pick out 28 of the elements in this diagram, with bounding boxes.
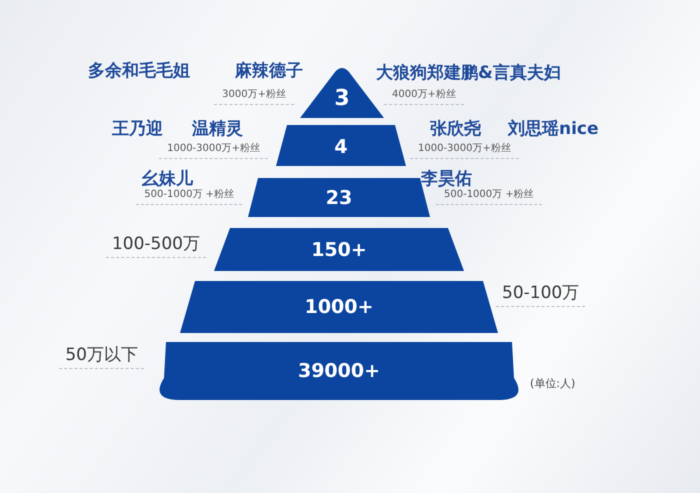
- tier-count: 1000+: [304, 296, 374, 318]
- pyramid-tier: [214, 228, 464, 271]
- tier-count: 23: [326, 186, 352, 208]
- follower-range-label: 1000-3000万+粉丝: [159, 143, 268, 159]
- person-name: 王乃迎: [112, 119, 163, 140]
- person-name: 温精灵: [192, 119, 243, 140]
- follower-range-label: 500-1000万 +粉丝: [136, 189, 242, 205]
- follower-range-label: 1000-3000万+粉丝: [410, 143, 519, 159]
- tier-count: 150+: [311, 238, 367, 260]
- pyramid-tier: [180, 281, 498, 333]
- tier-count: 4: [334, 136, 348, 158]
- pyramid-tier: [276, 125, 406, 166]
- person-name: 张欣尧: [430, 119, 481, 140]
- follower-range-label: 3000万+粉丝: [214, 89, 294, 105]
- person-name: 多余和毛毛姐: [88, 61, 190, 82]
- tier-count: 39000+: [298, 360, 380, 382]
- follower-range-label: 4000万+粉丝: [384, 89, 464, 105]
- person-name: 麻辣德子: [235, 61, 303, 82]
- person-name: 李昊佑: [421, 169, 472, 190]
- person-name: 幺妹儿: [142, 169, 193, 190]
- person-name: 大狼狗郑建鹏&言真夫妇: [376, 63, 561, 84]
- tier-count: 3: [334, 86, 350, 110]
- tier-range-label: 50-100万: [496, 283, 586, 308]
- follower-range-label: 500-1000万 +粉丝: [436, 189, 542, 205]
- tier-range-label: 50万以下: [59, 345, 144, 370]
- tier-range-label: 100-500万: [106, 234, 206, 258]
- person-name: 刘思瑶nice: [508, 119, 599, 140]
- unit-note: (单位:人): [530, 377, 576, 390]
